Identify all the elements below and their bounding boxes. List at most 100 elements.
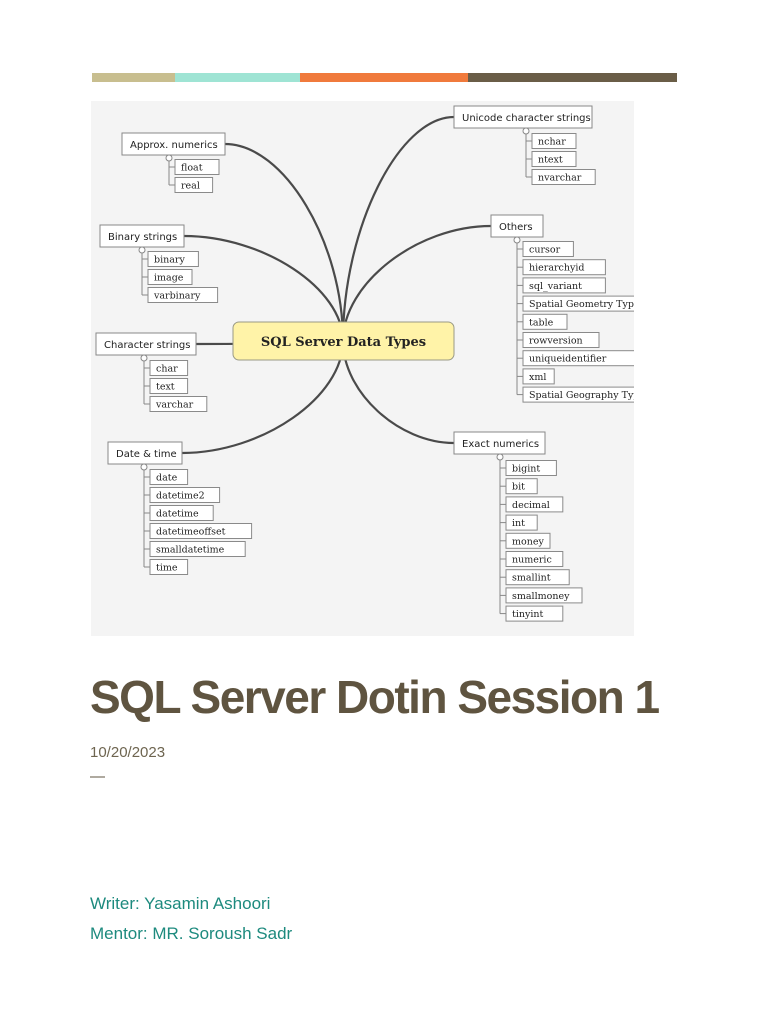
type-node — [149, 505, 214, 521]
type-node — [147, 251, 199, 267]
accent-bar-4 — [468, 73, 677, 82]
type-node-label: smallmoney — [512, 591, 570, 602]
type-node-label: image — [154, 273, 184, 284]
category-node-character — [95, 332, 197, 356]
type-node — [531, 133, 577, 149]
type-node-label: nvarchar — [538, 173, 582, 184]
type-node — [505, 569, 570, 586]
category-label-unicode: Unicode character strings — [462, 113, 591, 124]
separator: — — [90, 768, 105, 785]
type-node-label: smalldatetime — [156, 545, 225, 556]
type-node — [149, 360, 189, 376]
accent-bar-1 — [92, 73, 175, 82]
type-node-label: char — [156, 364, 178, 375]
type-node — [149, 559, 189, 575]
document-title: SQL Server Dotin Session 1 — [90, 671, 660, 723]
type-node-label: varchar — [155, 400, 194, 411]
type-node — [505, 532, 551, 549]
mentor-credit: Mentor: MR. Soroush Sadr — [90, 924, 293, 943]
branch-line-datetime — [181, 340, 345, 455]
type-node-label: bigint — [512, 464, 540, 475]
type-node-label: xml — [529, 372, 546, 383]
type-node-label: table — [529, 317, 554, 328]
category-label-others: Others — [499, 222, 533, 233]
type-node-label: sql_variant — [529, 281, 582, 292]
type-node-label: tinyint — [512, 609, 543, 620]
branch-line-approx — [224, 142, 345, 342]
type-node — [522, 386, 634, 403]
writer-credit: Writer: Yasamin Ashoori — [90, 894, 271, 913]
type-node-label: binary — [154, 255, 185, 266]
category-node-datetime — [107, 441, 183, 465]
type-node — [531, 151, 577, 167]
type-node — [505, 478, 538, 495]
branch-line-unicode — [341, 115, 455, 342]
accent-bar-2 — [175, 73, 300, 82]
type-node — [149, 396, 208, 412]
root-node — [232, 321, 455, 361]
type-node — [505, 605, 564, 622]
type-node-label: real — [181, 181, 200, 192]
type-node-label: rowversion — [529, 336, 583, 347]
type-node — [505, 460, 557, 476]
type-node-label: decimal — [512, 500, 550, 511]
accent-bar-3 — [300, 73, 468, 82]
type-node — [522, 332, 600, 348]
type-node — [522, 277, 606, 294]
branch-line-others — [341, 224, 492, 342]
type-node — [149, 541, 246, 557]
type-node — [174, 177, 214, 193]
type-node-label: datetime2 — [156, 491, 205, 502]
type-node-label: text — [156, 382, 175, 393]
type-node-label: time — [156, 563, 178, 574]
type-node — [149, 469, 189, 485]
type-node-label: datetime — [156, 509, 199, 520]
category-node-approx — [121, 132, 226, 156]
type-node — [149, 487, 221, 503]
type-node-label: smallint — [512, 573, 551, 584]
type-node-label: money — [512, 536, 544, 547]
category-node-binary — [99, 224, 185, 248]
type-node-label: nchar — [538, 137, 566, 148]
type-node — [522, 295, 634, 312]
type-node-label: Spatial Geography Types — [529, 390, 634, 401]
branch-line-binary — [183, 234, 345, 342]
category-label-approx: Approx. numerics — [130, 140, 218, 151]
collapse-toggle-icon — [513, 236, 521, 244]
category-label-binary: Binary strings — [108, 232, 177, 243]
type-node-label: uniqueidentifier — [529, 354, 607, 365]
type-node — [522, 368, 555, 385]
type-node-label: int — [512, 518, 525, 529]
type-node-label: Spatial Geometry Types — [529, 299, 634, 310]
collapse-toggle-icon — [522, 127, 530, 135]
type-node — [522, 313, 568, 330]
type-node — [147, 269, 193, 285]
document-date: 10/20/2023 — [90, 744, 166, 761]
type-node — [147, 287, 219, 303]
type-node — [522, 241, 574, 257]
category-node-others — [490, 214, 544, 238]
type-node-label: datetimeoffset — [156, 527, 226, 538]
type-node — [505, 496, 564, 513]
type-node — [522, 259, 606, 276]
collapse-toggle-icon — [140, 463, 148, 471]
category-label-datetime: Date & time — [116, 449, 177, 460]
type-node — [522, 350, 634, 367]
type-node — [149, 523, 253, 539]
type-node — [505, 587, 583, 604]
type-node — [149, 378, 189, 394]
type-node-label: varbinary — [153, 291, 201, 302]
type-node — [505, 551, 564, 567]
category-node-exact — [453, 431, 546, 455]
type-node-label: ntext — [538, 155, 563, 166]
type-node — [174, 159, 220, 175]
collapse-toggle-icon — [165, 154, 173, 162]
type-node-label: hierarchyid — [529, 263, 584, 274]
type-node-label: date — [156, 473, 178, 484]
root-node-label: SQL Server Data Types — [261, 335, 426, 350]
type-node-label: cursor — [529, 245, 561, 256]
type-node — [505, 514, 538, 531]
collapse-toggle-icon — [496, 453, 504, 461]
category-label-character: Character strings — [104, 340, 190, 351]
